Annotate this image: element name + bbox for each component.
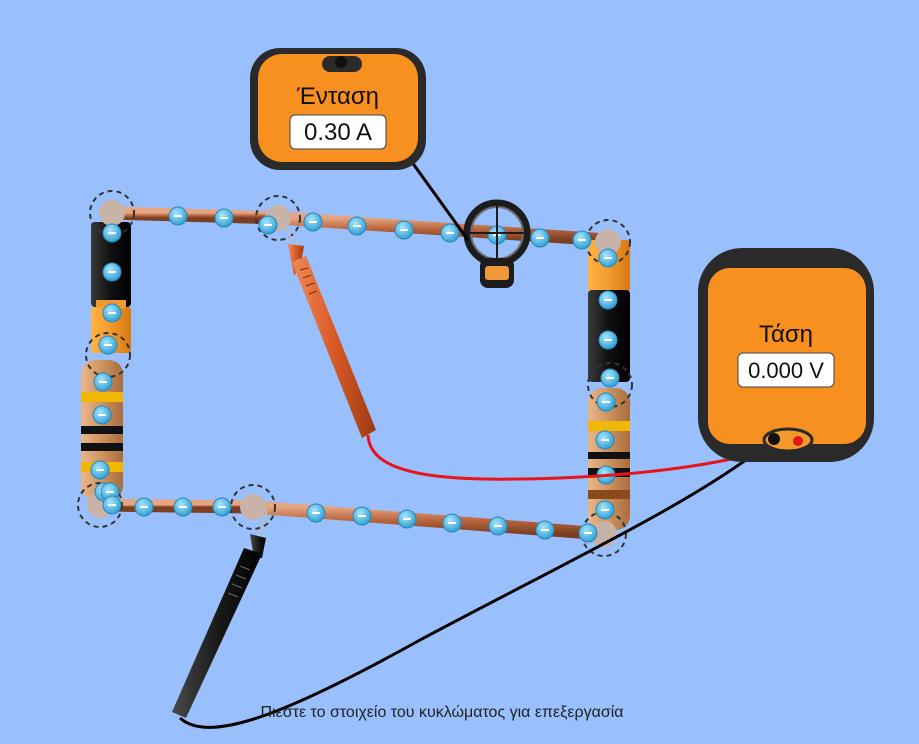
electron-minus-circle-icon [598, 290, 618, 310]
electron-minus-circle-icon [92, 405, 112, 425]
electron-minus-circle-icon [212, 497, 232, 517]
electron-minus-circle-icon [598, 248, 618, 268]
junction-left-mid[interactable] [85, 332, 131, 378]
ammeter-title: Ένταση [296, 83, 379, 110]
electron-minus-circle-icon [578, 523, 598, 543]
voltmeter-reading: 0.000 V [748, 358, 824, 383]
electron-minus-circle-icon [134, 497, 154, 517]
electron-minus-circle-icon [347, 216, 367, 236]
electron-minus-circle-icon [102, 262, 122, 282]
electron-minus-circle-icon [93, 372, 113, 392]
current-sensor-icon[interactable] [463, 199, 531, 288]
electron-minus-circle-icon [258, 215, 278, 235]
electron-minus-circle-icon [352, 506, 372, 526]
electron-minus-circle-icon [102, 495, 122, 515]
electron-minus-circle-icon [306, 503, 326, 523]
electron-minus-circle-icon [102, 223, 122, 243]
black-lead [178, 438, 773, 729]
wire-top-left[interactable] [105, 206, 285, 225]
electron-minus-circle-icon [572, 230, 592, 250]
electron-minus-circle-icon [488, 516, 508, 536]
electron-minus-circle-icon [173, 497, 193, 517]
electron-minus-circle-icon [595, 500, 615, 520]
junction-bottom-mid[interactable] [230, 484, 276, 530]
electron-minus-circle-icon [535, 520, 555, 540]
electron-minus-circle-icon [397, 509, 417, 529]
electron-minus-circle-icon [595, 430, 615, 450]
voltmeter-title: Τάση [759, 321, 813, 348]
voltmeter[interactable]: Τάση 0.000 V [698, 248, 874, 462]
electron-minus-circle-icon [90, 460, 110, 480]
ammeter-reading: 0.30 A [304, 119, 372, 146]
electron-minus-circle-icon [596, 392, 616, 412]
electron-minus-circle-icon [303, 212, 323, 232]
red-probe[interactable] [282, 221, 376, 438]
electron-minus-circle-icon [598, 330, 618, 350]
electron-minus-circle-icon [600, 368, 620, 388]
electron-minus-circle-icon [530, 228, 550, 248]
electron-minus-circle-icon [102, 303, 122, 323]
black-jack[interactable] [768, 433, 780, 445]
electron-minus-circle-icon [98, 335, 118, 355]
edit-hint: Πιεστε το στοιχείο του κυκλώματος για επ… [260, 704, 624, 721]
electron-minus-circle-icon [168, 206, 188, 226]
junction-right-mid[interactable] [587, 362, 633, 408]
junction-top-right[interactable] [585, 219, 631, 265]
black-probe[interactable] [172, 509, 268, 718]
red-jack[interactable] [793, 436, 803, 446]
electrons-layer [90, 206, 620, 543]
electron-minus-circle-icon [394, 220, 414, 240]
electron-minus-circle-icon [214, 208, 234, 228]
electron-minus-circle-icon [440, 223, 460, 243]
junction-top-left[interactable] [89, 190, 135, 236]
electron-minus-circle-icon [442, 513, 462, 533]
ammeter[interactable]: Ένταση 0.30 A [250, 48, 426, 170]
